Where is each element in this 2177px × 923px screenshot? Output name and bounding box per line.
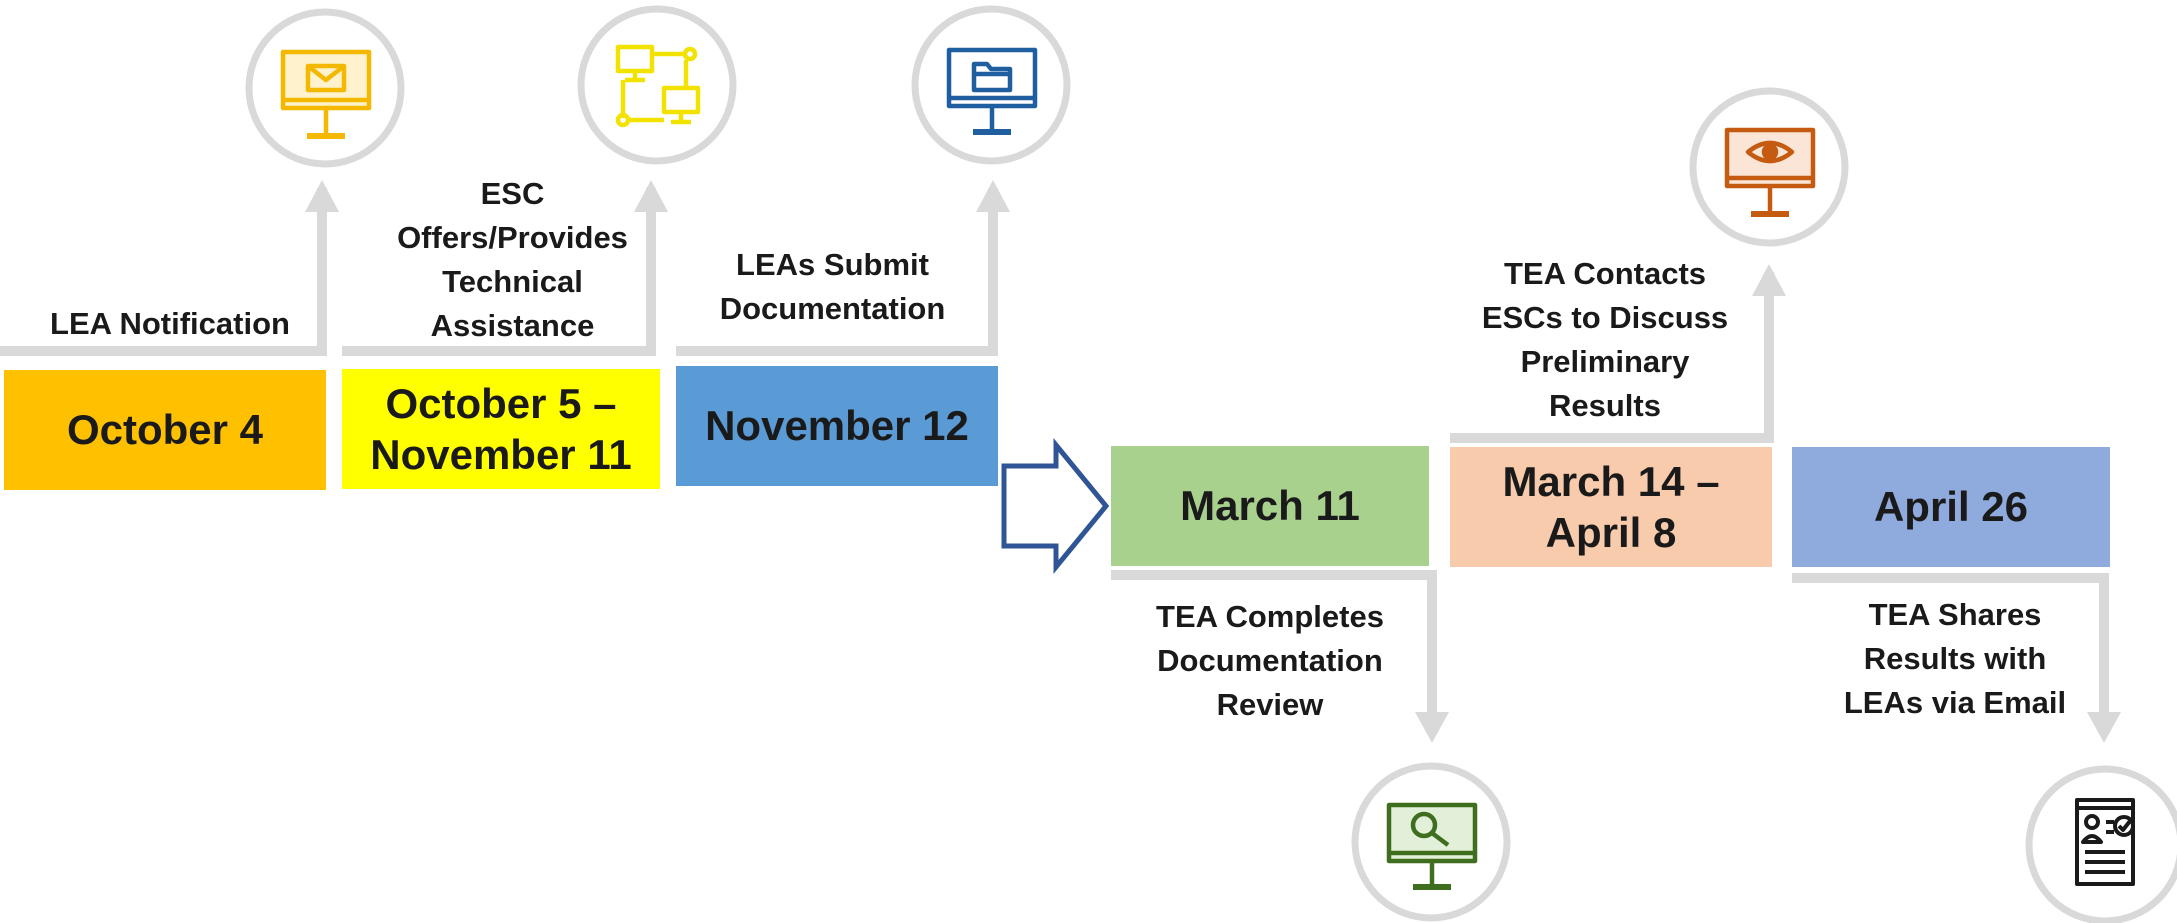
milestone-date-box: March 11 [1111, 446, 1429, 566]
milestone-date: March 14 – April 8 [1502, 457, 1720, 556]
milestone-description: LEAs Submit Documentation [719, 246, 946, 326]
milestone-description: TEA Completes Documentation Review [1156, 598, 1384, 722]
monitor-folder-icon [946, 47, 1038, 135]
milestone-date: October 5 – November 11 [370, 379, 632, 478]
icon-circle-2 [577, 5, 737, 165]
connector-1 [0, 188, 327, 356]
milestone-date: April 26 [1873, 483, 2029, 531]
milestone-date-box: November 12 [676, 366, 998, 486]
connector-5 [1450, 272, 1774, 443]
milestone-date-box: March 14 – April 8 [1450, 447, 1772, 567]
monitor-envelope-icon [280, 49, 372, 139]
transition-arrow [1001, 438, 1110, 574]
connector-2-arrowhead [634, 180, 668, 212]
milestone-description: ESC Offers/Provides Technical Assistance [397, 175, 628, 344]
flowchart-icon [615, 44, 701, 128]
milestone-description: LEA Notification [50, 305, 290, 341]
monitor-magnifier-icon [1386, 802, 1478, 890]
connector-3 [676, 188, 998, 356]
connector-1-arrowhead [305, 180, 339, 212]
connector-4 [1111, 570, 1437, 735]
milestone-date: November 12 [705, 402, 969, 450]
milestone-date-box: October 4 [4, 370, 326, 490]
connector-6 [1792, 573, 2109, 735]
milestone-date: March 11 [1180, 482, 1360, 530]
milestone-date-box: April 26 [1792, 447, 2110, 567]
connector-3-arrowhead [976, 180, 1010, 212]
connector-4-arrowhead [1415, 712, 1449, 743]
milestone-date: October 4 [66, 406, 264, 454]
monitor-eye-icon [1724, 127, 1816, 217]
checklist-document-icon [2075, 798, 2135, 886]
connector-5-arrowhead [1752, 264, 1786, 296]
connector-2 [342, 188, 656, 356]
connector-6-arrowhead [2087, 712, 2121, 743]
milestone-description: TEA Contacts ESCs to Discuss Preliminary… [1481, 255, 1729, 424]
milestone-date-box: October 5 – November 11 [342, 369, 660, 489]
milestone-description: TEA Shares Results with LEAs via Email [1843, 596, 2067, 720]
